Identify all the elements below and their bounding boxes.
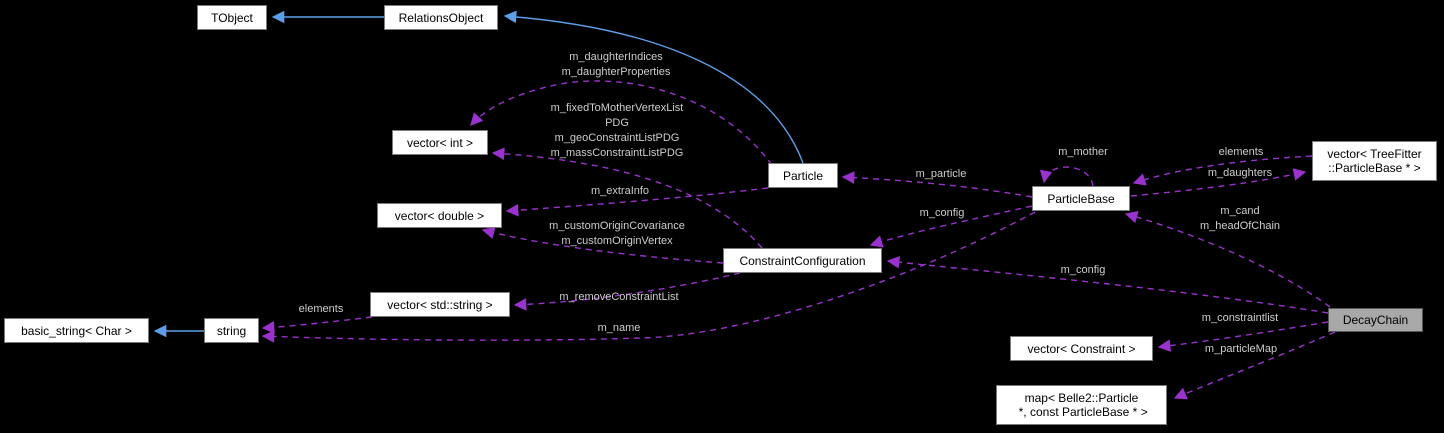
node-vector-treefitter-particlebase[interactable]: vector< TreeFitter ::ParticleBase * > [1312, 141, 1437, 181]
node-decaychain: DecayChain [1328, 308, 1423, 332]
node-relationsobject[interactable]: RelationsObject [384, 5, 498, 30]
edge-constraintconfiguration-to-vector-string-removeconstraint [513, 272, 741, 311]
node-vector-double[interactable]: vector< double > [377, 203, 502, 228]
edge-particlebase-to-string-name [261, 211, 1036, 343]
edge-vector-treefitter-to-particlebase-elements [1132, 155, 1313, 186]
edge-constraintconfiguration-to-vector-double-customorigin [481, 226, 724, 264]
node-vector-std-string[interactable]: vector< std::string > [370, 292, 510, 317]
node-tobject[interactable]: TObject [197, 5, 267, 30]
edge-decaychain-to-constraintconfiguration-config [886, 255, 1329, 314]
edge-decaychain-to-vector-constraint [1157, 321, 1329, 352]
node-particlebase[interactable]: ParticleBase [1032, 186, 1130, 211]
node-particle[interactable]: Particle [768, 163, 838, 188]
node-constraint-configuration[interactable]: ConstraintConfiguration [723, 248, 882, 273]
edge-decaychain-to-particlebase-cand [1124, 211, 1331, 308]
edge-particle-to-vector-int-daughterindices [470, 80, 773, 166]
node-vector-constraint[interactable]: vector< Constraint > [1010, 336, 1153, 361]
edge-particle-to-relationsobject [503, 10, 804, 164]
node-vector-int[interactable]: vector< int > [392, 130, 488, 155]
edge-vector-string-to-string-elements [261, 316, 373, 334]
edge-constraintconfiguration-to-vector-int-pdg [491, 147, 763, 249]
edge-decaychain-to-map-particlemap [1173, 331, 1336, 400]
edge-particlebase-to-vector-treefitter-daughters [1130, 168, 1307, 197]
edge-particlebase-self-mother [1039, 166, 1094, 187]
node-map-belle2-particle[interactable]: map< Belle2::Particle *, const ParticleB… [996, 385, 1167, 425]
node-basic-string[interactable]: basic_string< Char > [4, 318, 149, 343]
edge-particle-to-vector-double-extrainfo [505, 187, 769, 217]
edge-particlebase-to-constraintconfiguration-config [869, 205, 1033, 248]
edge-particlebase-to-particle [841, 171, 1033, 198]
node-string[interactable]: string [204, 318, 259, 343]
